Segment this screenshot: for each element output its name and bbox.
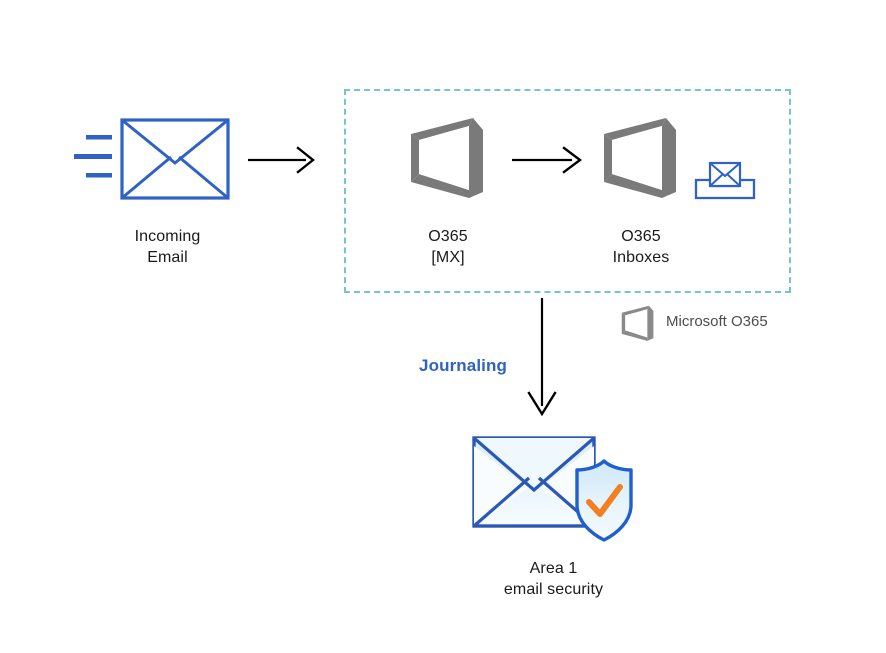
envelope-with-motion-lines-icon [74,118,230,200]
arrow-inboxes-to-area1 [522,298,562,420]
o365-mx-node [407,112,489,198]
o365-inboxes-node [600,112,682,198]
area1-email-security-node [470,432,635,542]
inbox-tray-node [694,158,756,202]
inbox-tray-envelope-icon [694,161,756,200]
o365-boundary-zone [344,89,791,293]
area1-email-security-label: Area 1 email security [503,560,604,598]
office-365-logo-icon [621,305,654,341]
legend-label: Microsoft O365 [666,313,768,330]
office-365-logo-icon [604,118,676,198]
o365-inboxes-label: O365 Inboxes [612,228,670,266]
arrow-incoming-to-mx [248,142,318,178]
incoming-email-label: Incoming Email [134,228,201,266]
office-365-logo-icon [411,118,483,198]
arrow-mx-to-inboxes [512,142,586,178]
o365-mx-label: O365 [MX] [428,228,468,266]
envelope-shield-check-icon [472,436,633,542]
legend-o365-icon-wrapper [620,303,656,341]
incoming-email-node [74,118,232,210]
journaling-edge-label: Journaling [419,356,507,375]
